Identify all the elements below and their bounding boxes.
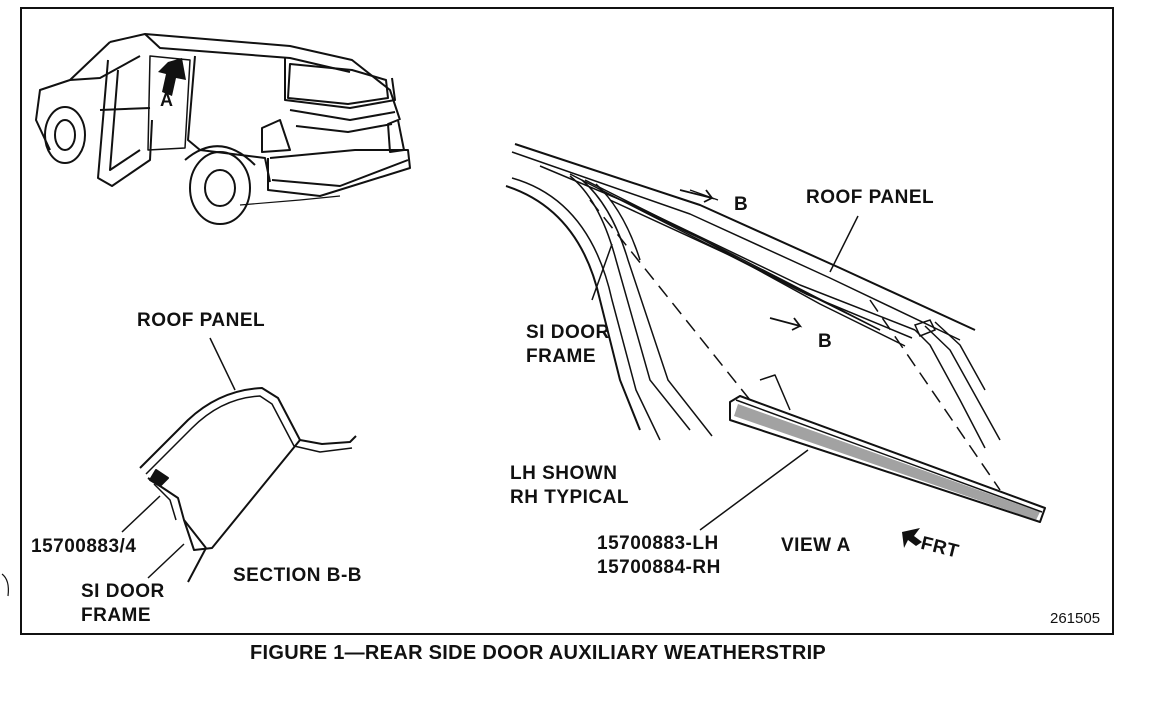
view-a-drawing bbox=[505, 143, 1046, 531]
roof-panel-view-label: ROOF PANEL bbox=[806, 187, 935, 208]
cut-arrow-bottom-icon bbox=[769, 317, 803, 331]
clip-icon bbox=[913, 319, 937, 337]
roof-panel-section-label: ROOF PANEL bbox=[137, 310, 266, 331]
front-arrow-icon bbox=[902, 528, 922, 548]
si-door-view-label-2: FRAME bbox=[526, 346, 597, 367]
vehicle-illustration bbox=[35, 33, 411, 225]
figure-border bbox=[20, 7, 1114, 635]
view-title: VIEW A bbox=[781, 535, 851, 556]
part-rh-label: 15700884-RH bbox=[597, 557, 721, 578]
cut-line-top bbox=[689, 189, 719, 201]
part-number-section-label: 15700883/4 bbox=[31, 536, 137, 557]
si-door-section-label-2: FRAME bbox=[81, 605, 152, 626]
lh-shown-label: LH SHOWN bbox=[510, 463, 618, 484]
section-cut-label-top: B bbox=[734, 194, 749, 215]
si-door-section-label-1: SI DOOR bbox=[81, 581, 165, 602]
section-cut-label-bottom: B bbox=[818, 331, 833, 352]
section-bb-drawing bbox=[121, 337, 357, 583]
vehicle-arrow-label: A bbox=[160, 90, 174, 110]
section-title: SECTION B-B bbox=[233, 565, 362, 586]
figure-number: 261505 bbox=[1050, 610, 1101, 627]
scan-mark bbox=[1, 573, 9, 597]
weatherstrip-part bbox=[734, 404, 1040, 520]
rh-typical-label: RH TYPICAL bbox=[510, 487, 629, 508]
arrow-a-icon bbox=[158, 58, 186, 96]
part-lh-label: 15700883-LH bbox=[597, 533, 719, 554]
si-door-view-label-1: SI DOOR bbox=[526, 322, 610, 343]
figure-caption: FIGURE 1—REAR SIDE DOOR AUXILIARY WEATHE… bbox=[250, 642, 827, 664]
